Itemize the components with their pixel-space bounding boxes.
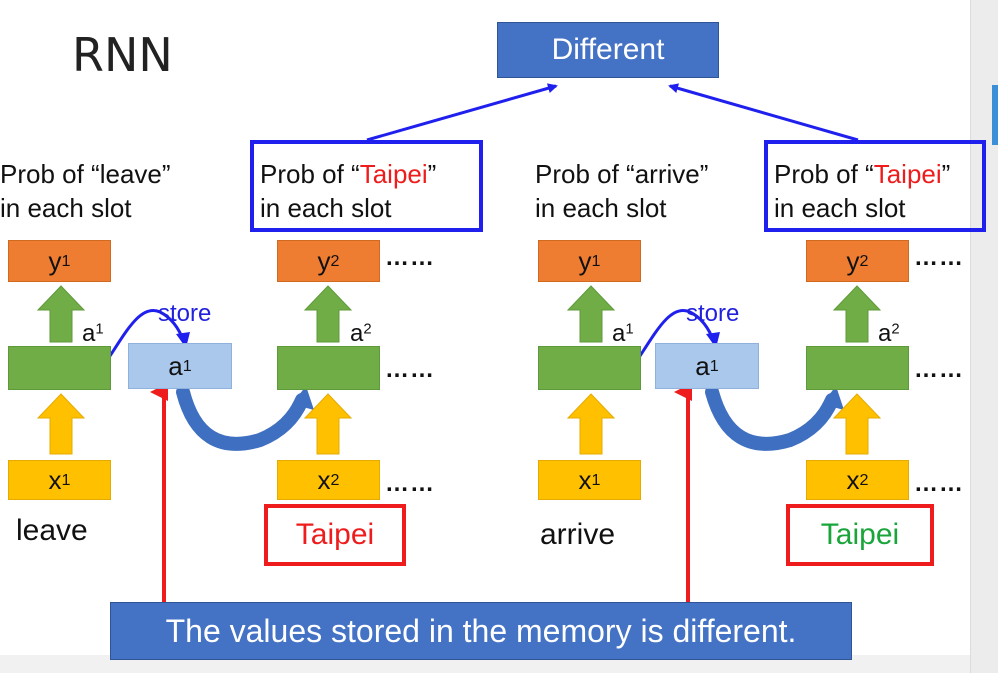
hidden-layer-left — [8, 346, 111, 390]
a2-label-right: a2 — [878, 320, 900, 347]
dots: …… — [914, 470, 964, 497]
prob-taipei-quote: ” — [427, 159, 437, 189]
memory-banner: The values stored in the memory is diffe… — [110, 602, 852, 660]
y-var: y — [317, 245, 331, 276]
dots: …… — [914, 356, 964, 383]
taipei-text: Taipei — [295, 518, 375, 551]
taipei-highlight: Taipei — [359, 159, 428, 189]
up-arrow-green — [36, 285, 86, 343]
up-arrow-yellow — [566, 393, 616, 455]
hidden-layer-right — [538, 346, 641, 390]
store-label-left: store — [158, 300, 212, 327]
red-pointer-arrows — [150, 383, 692, 602]
different-label: Different — [551, 33, 665, 66]
dots: …… — [385, 470, 435, 497]
different-arrows — [366, 83, 859, 142]
arrow-to-different-right — [668, 83, 859, 142]
slide-title: RNN — [72, 28, 173, 82]
prob-leave-label: Prob of “leave” in each slot — [0, 157, 171, 225]
prob-taipei-label-left: Prob of “Taipei” in each slot — [260, 157, 436, 225]
word-arrive: arrive — [540, 518, 616, 551]
up-arrow-green — [566, 285, 616, 343]
prob-arrive-label: Prob of “arrive” in each slot — [535, 157, 708, 225]
prob-leave-line1: Prob of “leave” — [0, 159, 171, 189]
memory-feed-arrows — [176, 385, 844, 451]
scroll-indicator — [992, 85, 998, 145]
prob-taipei-frame-left — [250, 140, 483, 232]
taipei-word-red: Taipei — [264, 504, 406, 566]
prob-taipei-line2: in each slot — [260, 193, 392, 223]
x-var: x — [578, 464, 592, 495]
taipei-word-green: Taipei — [786, 504, 934, 566]
prob-taipei-label-right: Prob of “Taipei” in each slot — [774, 157, 950, 225]
prob-taipei-frame-right — [764, 140, 986, 232]
hidden-layer-right-t2 — [806, 346, 909, 390]
store-arrow-right — [638, 308, 716, 357]
dots: …… — [914, 244, 964, 271]
a1-label-left: a1 — [82, 320, 104, 347]
curved-arrow-right — [705, 385, 839, 451]
arrow-to-different-left — [366, 83, 558, 142]
store-label-right: store — [686, 300, 740, 327]
x-var: x — [317, 464, 331, 495]
prob-taipei-line2: in each slot — [774, 193, 906, 223]
taipei-text: Taipei — [820, 518, 900, 551]
banner-text: The values stored in the memory is diffe… — [165, 612, 797, 649]
up-arrow-green — [832, 285, 882, 343]
prob-taipei-quote: ” — [941, 159, 951, 189]
up-arrow-green — [303, 285, 353, 343]
prob-taipei-text: Prob of “ — [260, 159, 360, 189]
up-arrow-yellow — [36, 393, 86, 455]
y-var: y — [578, 245, 592, 276]
x-var: x — [846, 464, 860, 495]
a1-label-right: a1 — [612, 320, 634, 347]
y-var: y — [48, 245, 62, 276]
a2-label-left: a2 — [350, 320, 372, 347]
y-var: y — [846, 245, 860, 276]
prob-taipei-text: Prob of “ — [774, 159, 874, 189]
prob-arrive-line2: in each slot — [535, 193, 667, 223]
prob-arrive-line1: Prob of “arrive” — [535, 159, 709, 189]
a-var: a — [695, 350, 710, 381]
hidden-layer-left-t2 — [277, 346, 380, 390]
dots: …… — [385, 356, 435, 383]
up-arrow-yellow — [303, 393, 353, 455]
x-var: x — [48, 464, 62, 495]
prob-leave-line2: in each slot — [0, 193, 132, 223]
up-arrow-yellow — [832, 393, 882, 455]
store-arrow-left — [108, 308, 186, 357]
different-box: Different — [497, 22, 719, 78]
curved-arrow-left — [176, 385, 309, 451]
taipei-highlight: Taipei — [873, 159, 942, 189]
word-leave: leave — [16, 514, 88, 547]
a-var: a — [168, 350, 183, 381]
dots: …… — [385, 244, 435, 271]
